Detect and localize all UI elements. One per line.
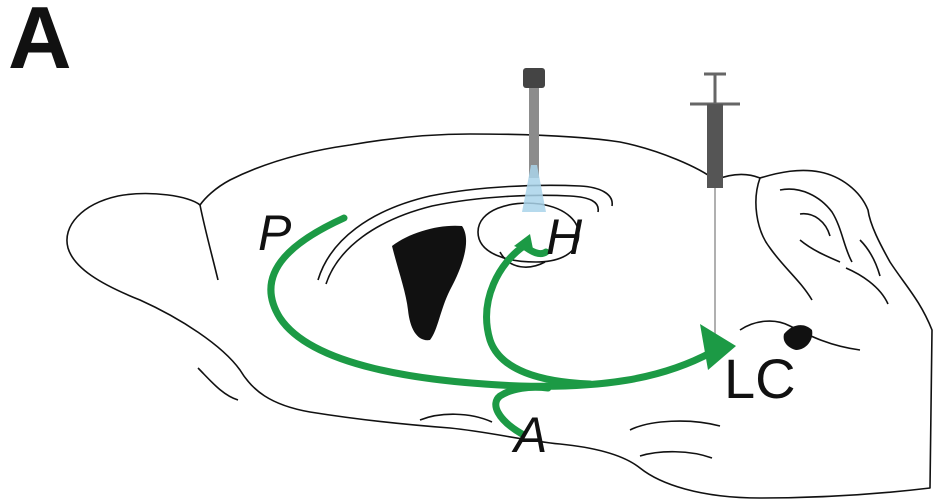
brain-outline [67,134,932,498]
hippocampus-to-lc-pathway [487,246,590,384]
label-prefrontal: P [258,205,292,261]
thalamic-dark-region [392,226,466,341]
optic-fiber-icon [522,68,546,212]
label-hippocampus: H [546,209,583,265]
syringe-icon [690,74,740,336]
dark-structures [392,226,812,350]
projection-pathways [271,218,712,434]
label-amygdala: A [511,407,547,463]
label-locus-coeruleus: LC [724,347,796,410]
